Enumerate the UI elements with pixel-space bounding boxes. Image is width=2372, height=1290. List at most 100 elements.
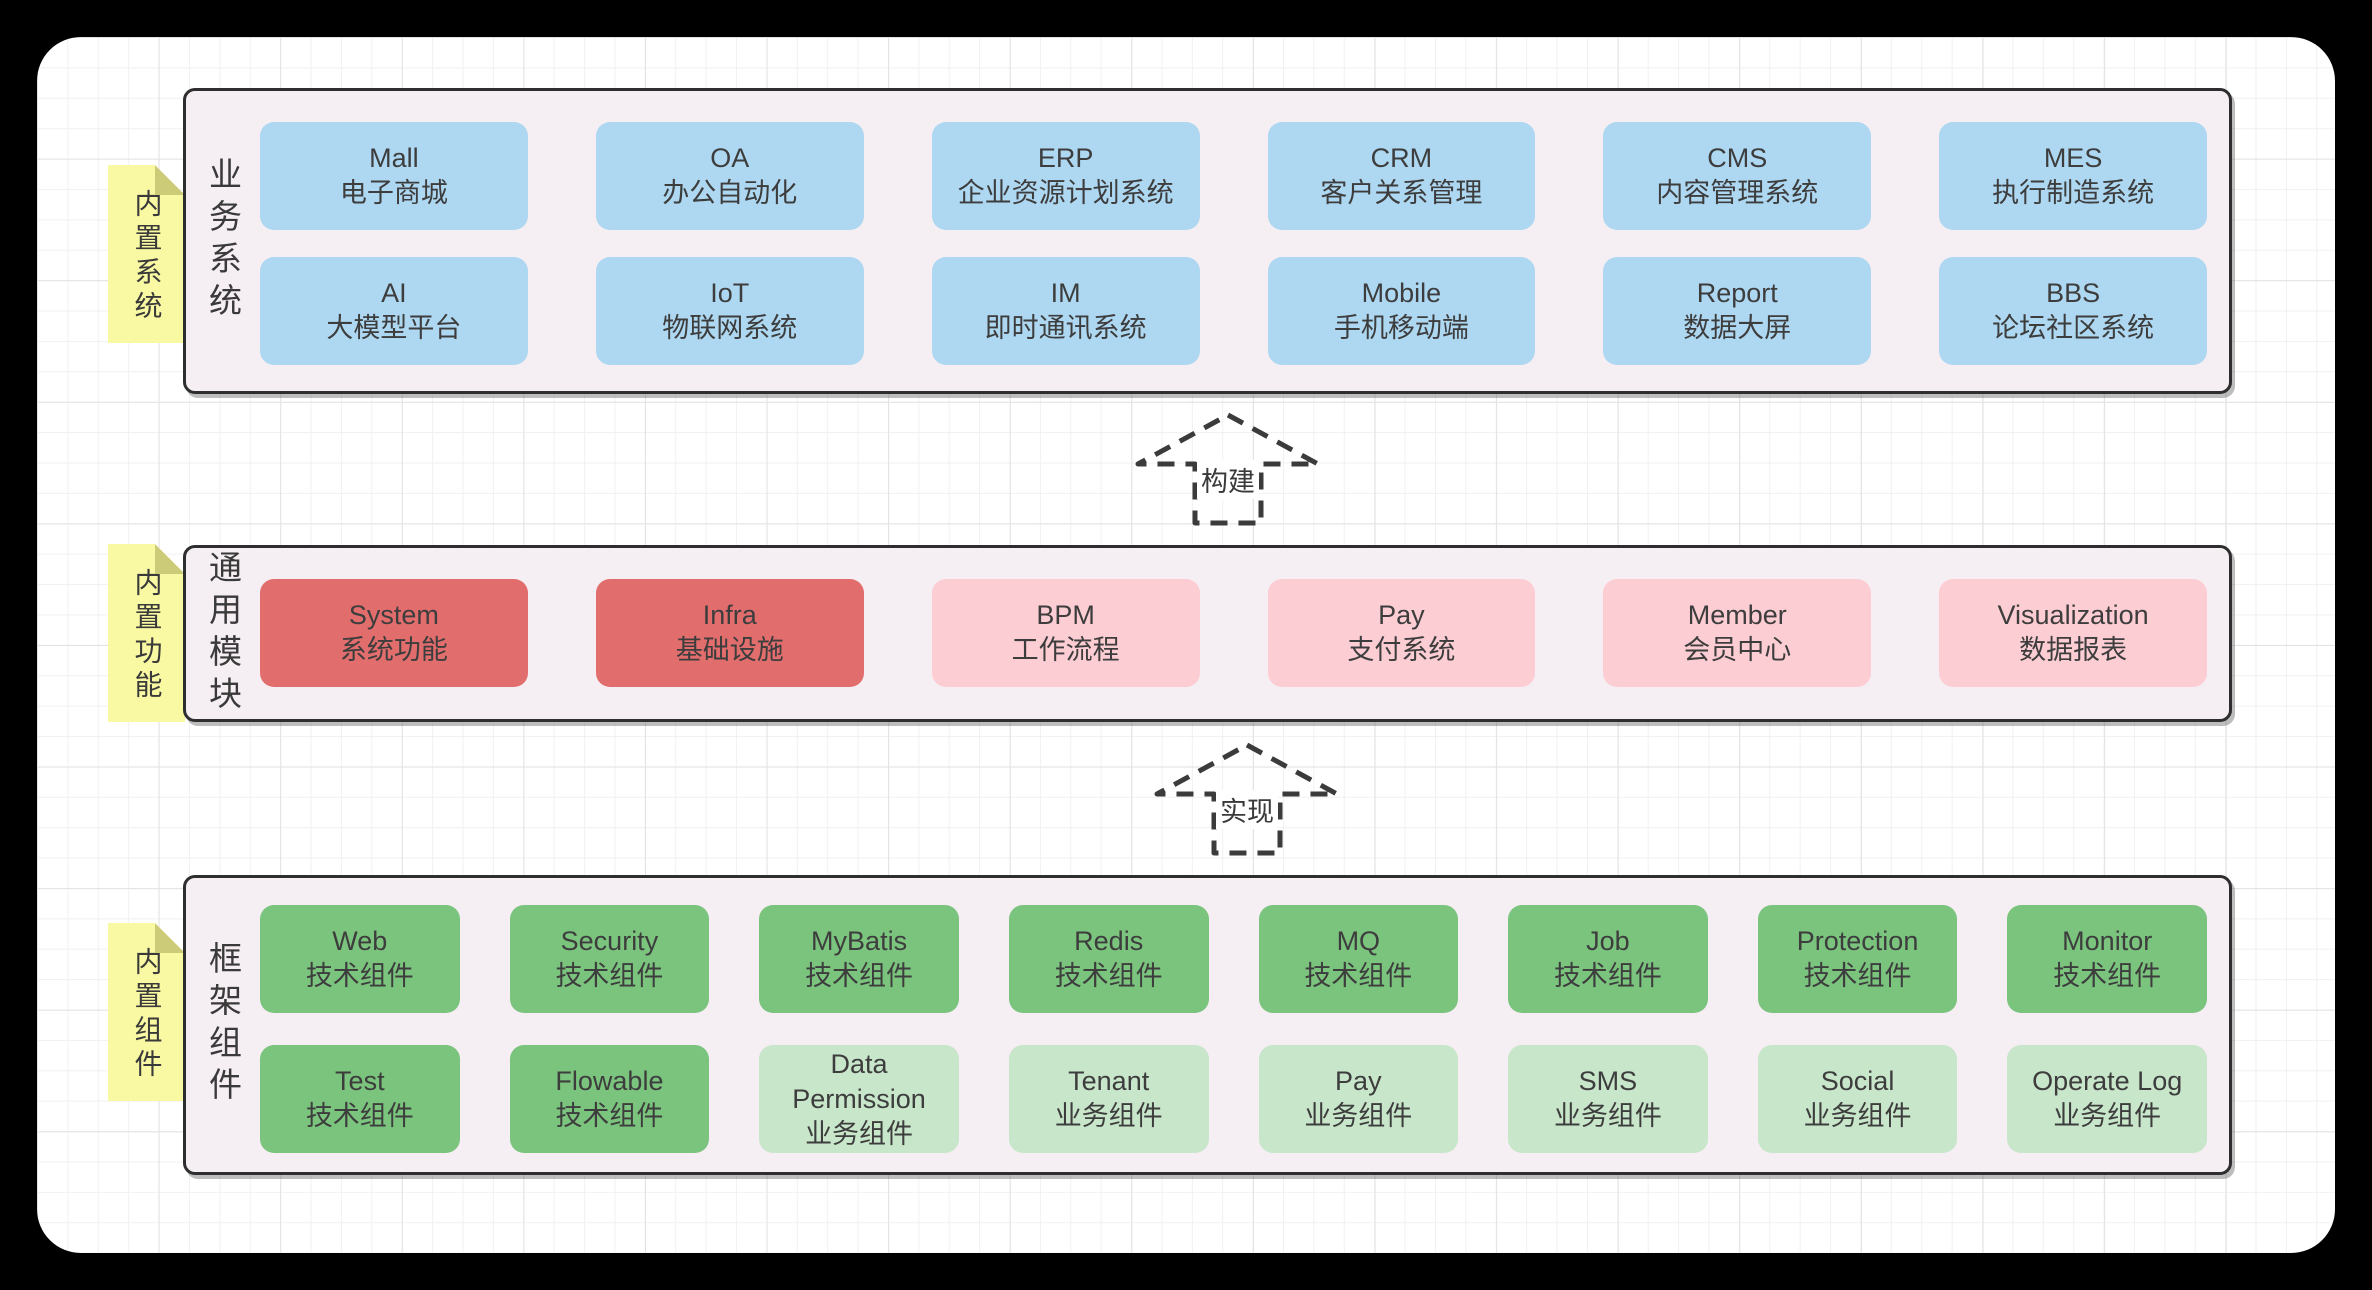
box-web: Web 技术组件 xyxy=(260,905,460,1013)
box-subtitle-zh: 业务组件 xyxy=(1803,1101,1912,1131)
box-job: Job 技术组件 xyxy=(1508,905,1708,1013)
box-title-en: SMS xyxy=(1578,1066,1638,1096)
box-title-en: Flowable xyxy=(555,1066,664,1096)
box-title-en: ERP xyxy=(1037,143,1094,173)
box-subtitle-zh: 技术组件 xyxy=(1803,961,1912,991)
box-title-en: OA xyxy=(710,143,750,173)
folded-corner-icon xyxy=(155,165,185,195)
sticky-tab-built-in-functions: 内置功能 xyxy=(108,544,185,722)
box-mes: MES 执行制造系统 xyxy=(1939,122,2207,230)
box-title-en: Social xyxy=(1820,1066,1895,1096)
box-title-en: MyBatis xyxy=(811,926,908,956)
box-subtitle-zh: 企业资源计划系统 xyxy=(957,178,1174,208)
box-subtitle-zh: 数据大屏 xyxy=(1683,313,1792,343)
box-bbs: BBS 论坛社区系统 xyxy=(1939,257,2207,365)
box-infra: Infra 基础设施 xyxy=(595,579,864,687)
box-title-en: CMS xyxy=(1707,143,1768,173)
box-subtitle-zh: 业务组件 xyxy=(1304,1101,1413,1131)
box-subtitle-zh: 业务组件 xyxy=(805,1118,914,1149)
box-pay: Pay 业务组件 xyxy=(1258,1045,1459,1153)
sticky-tab-built-in-systems: 内置系统 xyxy=(108,165,185,343)
box-monitor: Monitor 技术组件 xyxy=(2007,905,2207,1013)
arrow-label: 实现 xyxy=(1216,790,1278,829)
box-subtitle-zh: 业务组件 xyxy=(1553,1101,1662,1131)
box-title-en: Protection xyxy=(1796,926,1919,956)
box-title-en: BBS xyxy=(2046,278,2101,308)
box-mobile: Mobile 手机移动端 xyxy=(1267,257,1536,365)
box-subtitle-zh: 内容管理系统 xyxy=(1656,178,1819,208)
box-title-en: Tenant xyxy=(1068,1066,1150,1096)
box-title-en: Security xyxy=(560,926,659,956)
box-subtitle-zh: 技术组件 xyxy=(555,961,664,991)
box-subtitle-zh: 执行制造系统 xyxy=(1992,178,2155,208)
box-erp: ERP 企业资源计划系统 xyxy=(931,122,1200,230)
box-title-en: Pay xyxy=(1378,600,1425,630)
box-social: Social 业务组件 xyxy=(1757,1045,1958,1153)
section-label: 通用模块 xyxy=(204,549,242,718)
box-visualization: Visualization 数据报表 xyxy=(1939,579,2207,687)
box-title-en: Mobile xyxy=(1361,278,1442,308)
arrow-implement: 实现 xyxy=(1154,742,1340,856)
box-title-en: Pay xyxy=(1335,1066,1382,1096)
box-title-en: Test xyxy=(335,1066,385,1096)
box-security: Security 技术组件 xyxy=(509,905,710,1013)
box-member: Member 会员中心 xyxy=(1603,579,1872,687)
box-subtitle-zh: 工作流程 xyxy=(1011,635,1120,665)
box-subtitle-zh: 会员中心 xyxy=(1683,635,1792,665)
folded-corner-icon xyxy=(155,923,185,953)
box-subtitle-zh: 数据报表 xyxy=(2019,635,2128,665)
box-title-en: Operate Log xyxy=(2032,1066,2183,1096)
sticky-tab-built-in-components: 内置组件 xyxy=(108,923,185,1101)
box-subtitle-zh: 技术组件 xyxy=(1054,961,1163,991)
box-title-en: Monitor xyxy=(2062,926,2153,956)
box-title-en: Infra xyxy=(702,600,757,630)
box-subtitle-zh: 技术组件 xyxy=(1553,961,1662,991)
section-label-column: 通用模块 xyxy=(186,548,260,719)
section-label-column: 框架组件 xyxy=(186,878,260,1172)
sticky-tab-label: 内置组件 xyxy=(131,947,163,1083)
box-sms: SMS 业务组件 xyxy=(1508,1045,1708,1153)
box-subtitle-zh: 论坛社区系统 xyxy=(1992,313,2155,343)
section-label-column: 业务系统 xyxy=(186,91,260,391)
sticky-tab-label: 内置功能 xyxy=(131,568,163,704)
sticky-tab-label: 内置系统 xyxy=(131,189,163,325)
box-title-en: IM xyxy=(1050,278,1081,308)
box-subtitle-zh: 基础设施 xyxy=(675,635,784,665)
box-subtitle-zh: 办公自动化 xyxy=(662,178,798,208)
folded-corner-icon xyxy=(155,544,185,574)
box-subtitle-zh: 业务组件 xyxy=(1054,1101,1163,1131)
box-title-en: Job xyxy=(1586,926,1630,956)
box-title-en: IoT xyxy=(710,278,750,308)
box-title-en: Visualization xyxy=(1997,600,2149,630)
box-title-en: Mall xyxy=(369,143,419,173)
box-subtitle-zh: 手机移动端 xyxy=(1333,313,1469,343)
box-title-en: Web xyxy=(332,926,388,956)
box-cms: CMS 内容管理系统 xyxy=(1603,122,1872,230)
box-title-en: BPM xyxy=(1036,600,1095,630)
box-subtitle-zh: 技术组件 xyxy=(305,961,414,991)
box-subtitle-zh: 客户关系管理 xyxy=(1320,178,1483,208)
box-subtitle-zh: 技术组件 xyxy=(2053,961,2162,991)
arrow-build: 构建 xyxy=(1135,412,1321,526)
box-title-en: MES xyxy=(2043,143,2103,173)
box-subtitle-zh: 技术组件 xyxy=(555,1101,664,1131)
box-title-en: Member xyxy=(1687,600,1787,630)
